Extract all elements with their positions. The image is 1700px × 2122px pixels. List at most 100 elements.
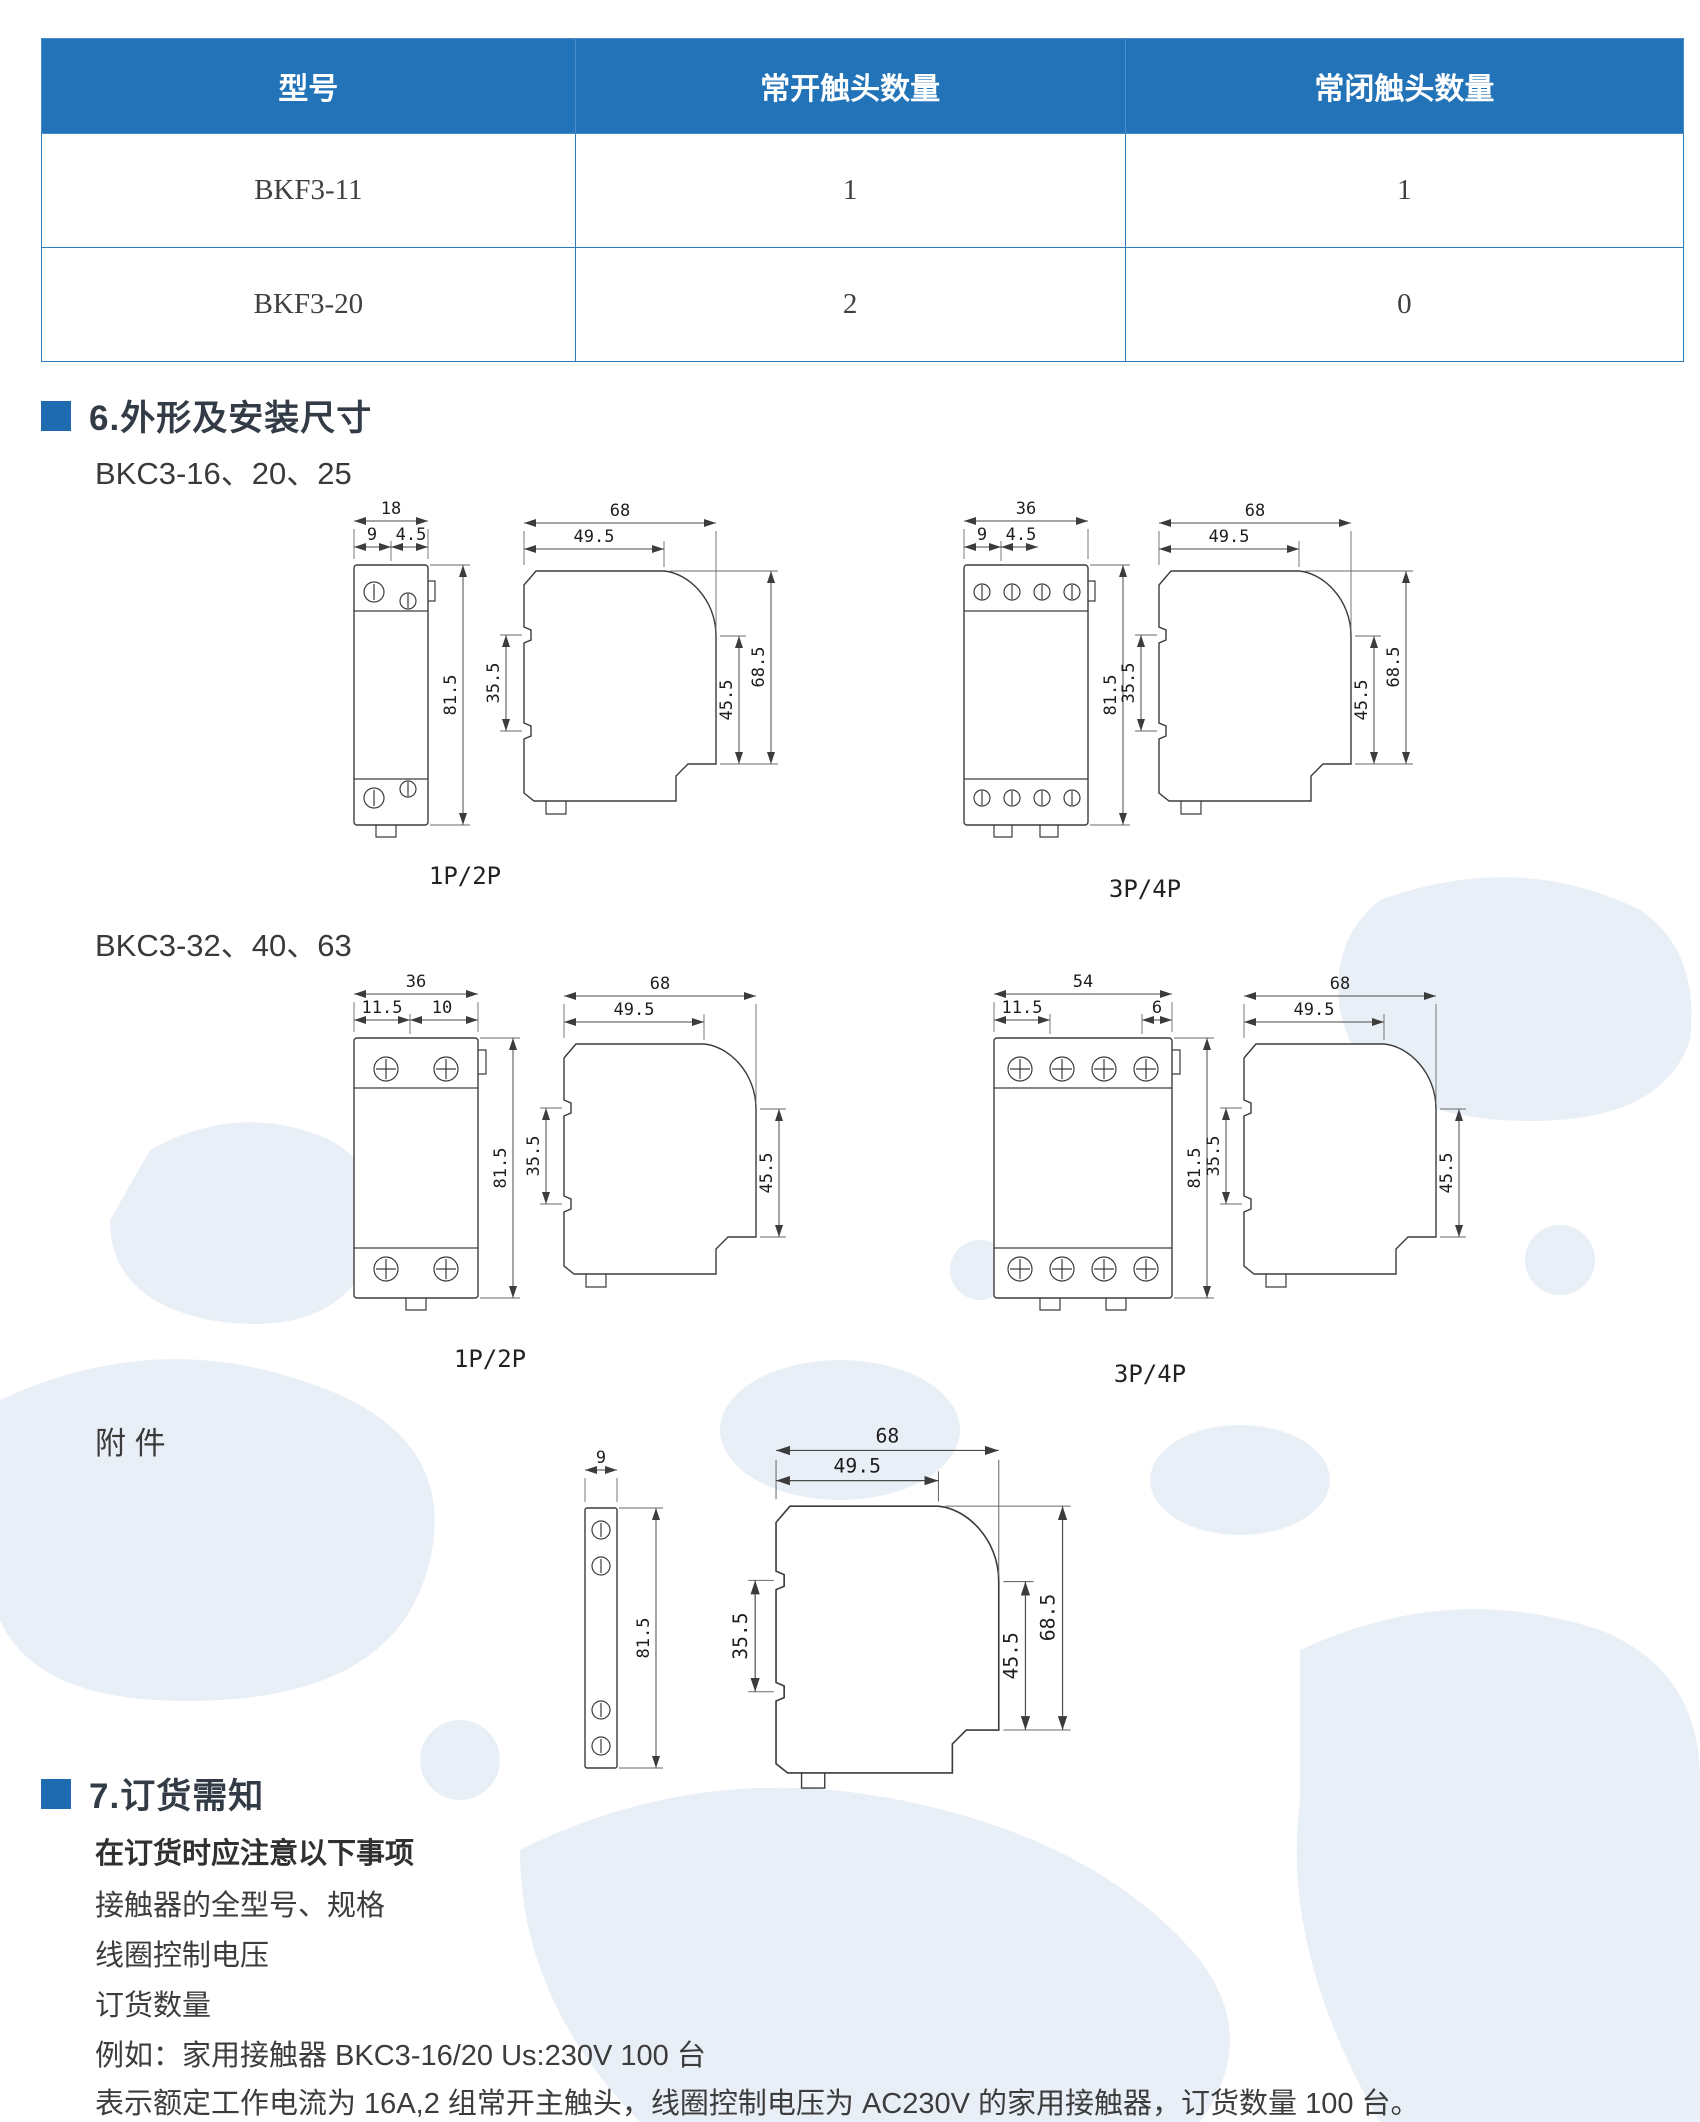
dim-width-label: 18 [381,499,401,519]
ordering-line: 线圈控制电压 [95,1940,270,1972]
section-bullet-square [41,1778,71,1809]
dim-clip-label: 35.5 [524,1136,544,1177]
pole-label-1p2p: 1P/2P [453,1345,527,1373]
accessory-label: 附 件 [95,1426,166,1461]
section-7-title: 7.订货需知 [89,1777,265,1816]
dim-height-label: 81.5 [491,1148,511,1189]
dim-face-label: 45.5 [999,1632,1022,1679]
drawing-front-1p2p-large: 36 11.5 10 81.5 [353,972,520,1311]
module-front-outline [963,564,1096,838]
pole-label-3p4p: 3P/4P [1113,1360,1187,1388]
dim-face-label: 45.5 [717,680,737,721]
ordering-explanation-line: 表示额定工作电流为 16A,2 组常开主触头，线圈控制电压为 AC230V 的家… [95,2088,1420,2120]
cell-no-count: 2 [574,247,1126,362]
dim-depth-label: 68 [876,1424,900,1447]
dim-offset-label: 4.5 [1006,525,1037,545]
col-header-no-contacts: 常开触头数量 [574,38,1126,134]
dim-overall-label: 68.5 [749,647,769,688]
section-6-heading: 6.外形及安装尺寸 [41,390,372,441]
drawing-front-3p4p-small: 36 9 4.5 81.5 [963,499,1130,838]
section-7-heading: 7.订货需知 [41,1768,264,1819]
dimension-lines [748,1445,1071,1731]
dimension-lines [353,990,520,1299]
drawing-accessory-side: 68 49.5 35.5 45.5 68.5 [729,1424,1071,1789]
module-side-outline [1158,570,1352,815]
dim-clip-label: 35.5 [484,663,504,704]
dimension-lines [1135,519,1413,765]
accessory-side-outline [775,1505,1000,1789]
dimension-lines [500,519,778,765]
ordering-note-heading: 在订货时应注意以下事项 [95,1838,415,1870]
drawing-side-3p4p-small: 68 49.5 35.5 45.5 68.5 [1119,501,1413,815]
dim-clip-label: 35.5 [729,1612,752,1659]
dim-width-label: 36 [1016,499,1036,519]
drawing-front-1p2p-small: 18 9 4.5 81.5 [353,499,470,838]
accessory-front-outline [584,1507,618,1769]
module-front-outline [993,1037,1181,1311]
table-header-row: 型号 常开触头数量 常闭触头数量 [41,38,1685,134]
dim-depth-label: 68 [610,501,630,521]
dim-depth2-label: 49.5 [1294,1000,1335,1020]
dim-height-label: 81.5 [441,675,461,716]
dimension-lines [963,517,1130,826]
dimension-lines [540,992,786,1238]
dim-height-label: 81.5 [634,1618,654,1659]
drawing-side-1p2p-small: 68 49.5 35.5 45.5 68.5 [484,501,778,815]
ordering-line: 接触器的全型号、规格 [95,1890,386,1922]
contact-spec-table: 型号 常开触头数量 常闭触头数量 BKF3-11 1 1 BKF3-20 2 0 [41,38,1685,362]
dim-face-label: 45.5 [757,1153,777,1194]
module-front-outline [353,564,436,838]
section-6-title: 6.外形及安装尺寸 [89,399,373,438]
cell-model: BKF3-11 [41,133,576,248]
section-bullet-square [41,400,71,431]
cell-nc-count: 1 [1124,133,1685,248]
pole-label-3p4p: 3P/4P [1108,875,1182,903]
dimension-lines [353,517,470,826]
dim-offset-label: 6 [1152,998,1162,1018]
dim-depth-label: 68 [650,974,670,994]
drawing-front-3p4p-large: 54 11.5 6 81.5 [993,972,1214,1311]
dim-face-label: 45.5 [1437,1153,1457,1194]
col-header-model: 型号 [41,38,576,134]
module-side-outline [563,1043,757,1288]
dim-screw-label: 9 [977,525,987,545]
module-side-outline [1243,1043,1437,1288]
module-side-outline [523,570,717,815]
model-group-label-1: BKC3-16、20、25 [95,456,352,491]
dim-depth-label: 68 [1245,501,1265,521]
col-header-nc-contacts: 常闭触头数量 [1124,38,1685,134]
dim-width-label: 54 [1073,972,1093,992]
dimension-lines [993,990,1214,1299]
drawing-side-1p2p-large: 68 49.5 35.5 45.5 [524,974,786,1288]
dim-clip-label: 35.5 [1119,663,1139,704]
dim-offset-label: 10 [432,998,452,1018]
ordering-example-line: 例如：家用接触器 BKC3-16/20 Us:230V 100 台 [95,2040,706,2072]
dim-height-label: 81.5 [1185,1148,1205,1189]
cell-no-count: 1 [574,133,1126,248]
model-group-label-2: BKC3-32、40、63 [95,928,352,963]
dim-height-label: 81.5 [1101,675,1121,716]
cell-nc-count: 0 [1124,247,1685,362]
dim-depth-label: 68 [1330,974,1350,994]
dim-width-label: 36 [406,972,426,992]
dim-depth2-label: 49.5 [574,527,615,547]
dim-overall-label: 68.5 [1384,647,1404,688]
dimension-lines [1220,992,1466,1238]
dim-overall-label: 68.5 [1036,1594,1059,1641]
dim-screw-label: 11.5 [1002,998,1043,1018]
dim-width-label: 9 [596,1448,606,1468]
drawing-accessory-front: 9 81.5 [584,1448,663,1769]
dimension-lines [584,1466,663,1769]
dim-depth2-label: 49.5 [1209,527,1250,547]
cell-model: BKF3-20 [41,247,576,362]
pole-label-1p2p: 1P/2P [428,862,502,890]
dim-depth2-label: 49.5 [614,1000,655,1020]
module-front-outline [353,1037,487,1311]
dim-clip-label: 35.5 [1204,1136,1224,1177]
drawing-side-3p4p-large: 68 49.5 35.5 45.5 [1204,974,1466,1288]
dim-depth2-label: 49.5 [834,1455,881,1478]
accessory-side-group: 68 49.5 35.5 45.5 68.5 [729,1424,1071,1789]
table-row: BKF3-11 1 1 [41,133,1685,248]
dim-offset-label: 4.5 [396,525,427,545]
